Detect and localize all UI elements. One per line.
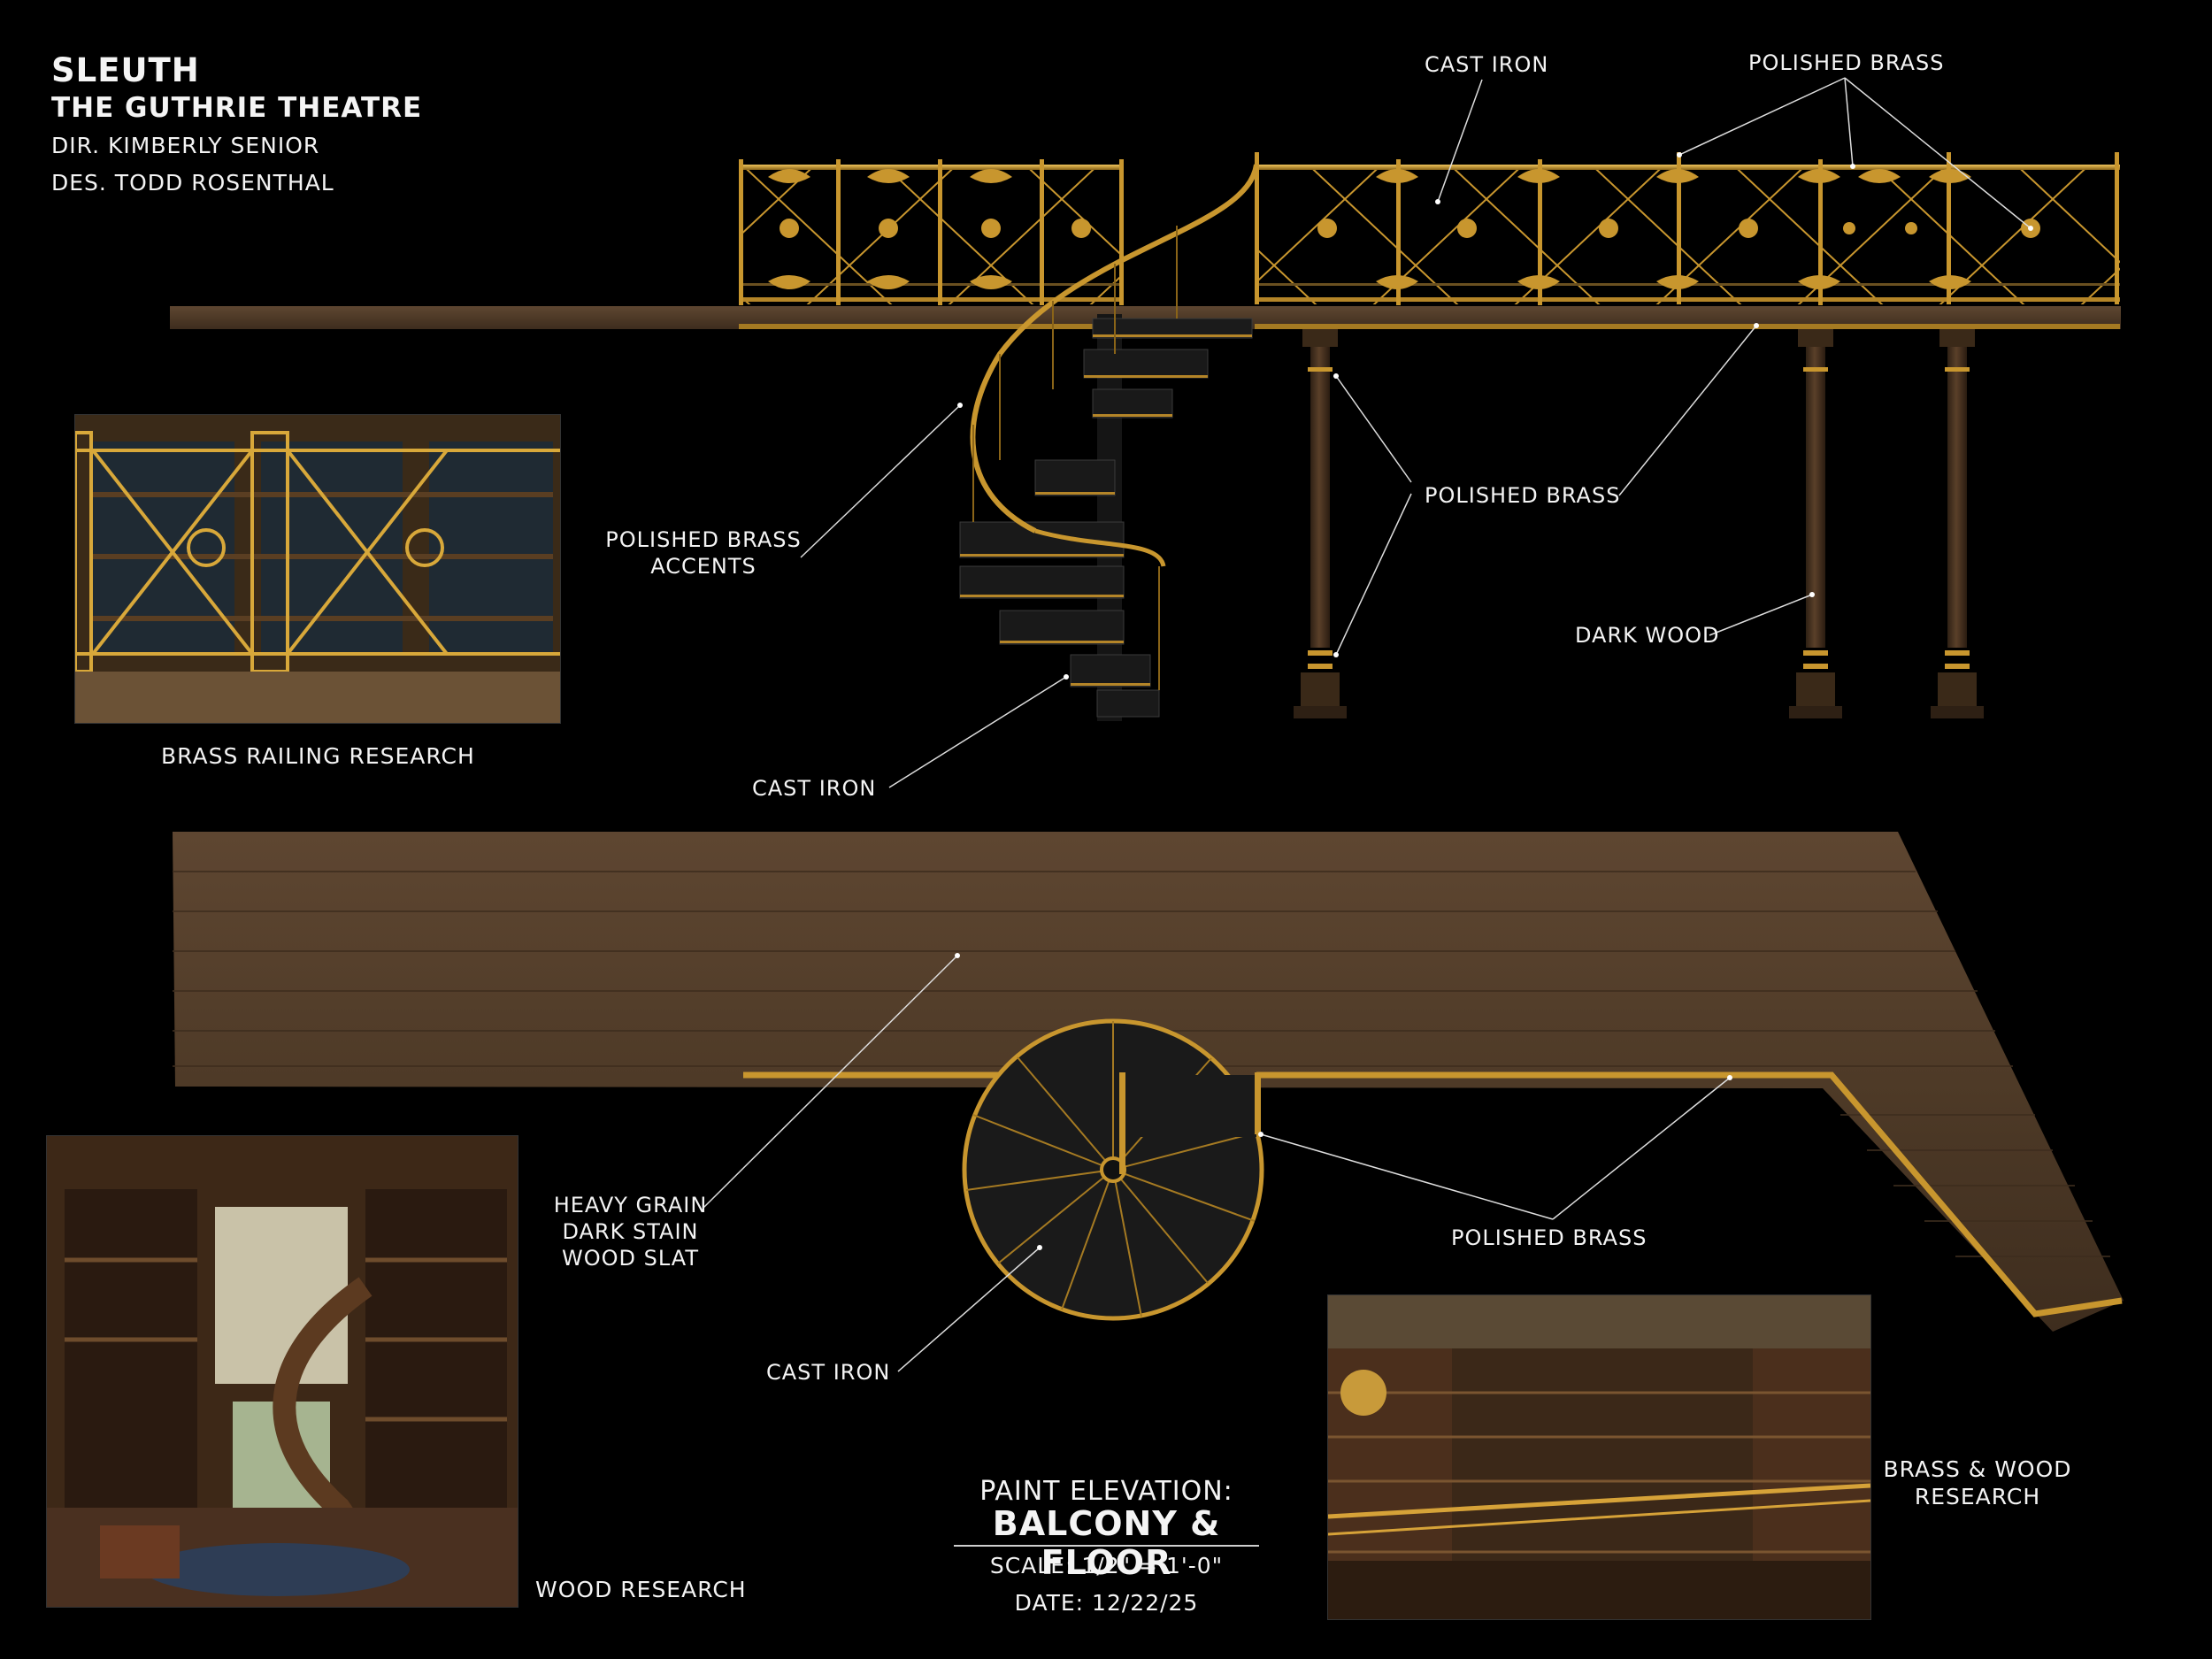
spiral-stair-plan bbox=[962, 1018, 1264, 1321]
callout-dark-wood: DARK WOOD bbox=[1575, 623, 1720, 648]
venue-name: THE GUTHRIE THEATRE bbox=[51, 92, 423, 124]
title-block-rule bbox=[954, 1545, 1259, 1547]
brass-wood-research-image bbox=[1327, 1294, 1871, 1620]
callout-cast-iron-railing: CAST IRON bbox=[1425, 52, 1549, 77]
project-title: SLEUTH bbox=[51, 51, 200, 89]
callout-polished-brass-columns: POLISHED BRASS bbox=[1425, 483, 1621, 508]
spiral-stair bbox=[959, 164, 1259, 721]
columns bbox=[1294, 329, 1984, 718]
title-block-heading: PAINT ELEVATION: bbox=[979, 1476, 1233, 1507]
director-credit: DIR. KIMBERLY SENIOR bbox=[51, 133, 320, 158]
callout-polished-brass-plan: POLISHED BRASS bbox=[1451, 1225, 1647, 1250]
title-block-date: DATE: 12/22/25 bbox=[1014, 1590, 1199, 1616]
callout-cast-iron-stair: CAST IRON bbox=[752, 776, 877, 801]
callout-polished-brass-railing: POLISHED BRASS bbox=[1748, 50, 1945, 75]
callout-heavy-grain: HEAVY GRAIN DARK STAIN WOOD SLAT bbox=[553, 1193, 708, 1271]
balcony-elevation bbox=[170, 152, 2121, 721]
wood-research-caption: WOOD RESEARCH bbox=[535, 1577, 747, 1602]
callout-polished-brass-accents: POLISHED BRASS ACCENTS bbox=[605, 527, 802, 579]
brass-wood-research-caption: BRASS & WOOD RESEARCH bbox=[1883, 1456, 2072, 1509]
railing-right bbox=[1255, 152, 2120, 305]
brass-railing-research-image bbox=[74, 414, 561, 724]
callout-cast-iron-plan: CAST IRON bbox=[766, 1360, 891, 1385]
floor-plan bbox=[173, 832, 2124, 1332]
title-block-title: BALCONY & FLOOR bbox=[992, 1504, 1221, 1582]
wood-research-image bbox=[46, 1135, 518, 1608]
title-block-scale: SCALE: 1/2" = 1'-0" bbox=[989, 1553, 1224, 1578]
leader-lines bbox=[703, 77, 2032, 1372]
designer-credit: DES. TODD ROSENTHAL bbox=[51, 170, 334, 196]
railing-left bbox=[739, 159, 1124, 305]
deck-fascia-brass bbox=[739, 324, 1236, 329]
brass-railing-research-caption: BRASS RAILING RESEARCH bbox=[161, 743, 475, 769]
